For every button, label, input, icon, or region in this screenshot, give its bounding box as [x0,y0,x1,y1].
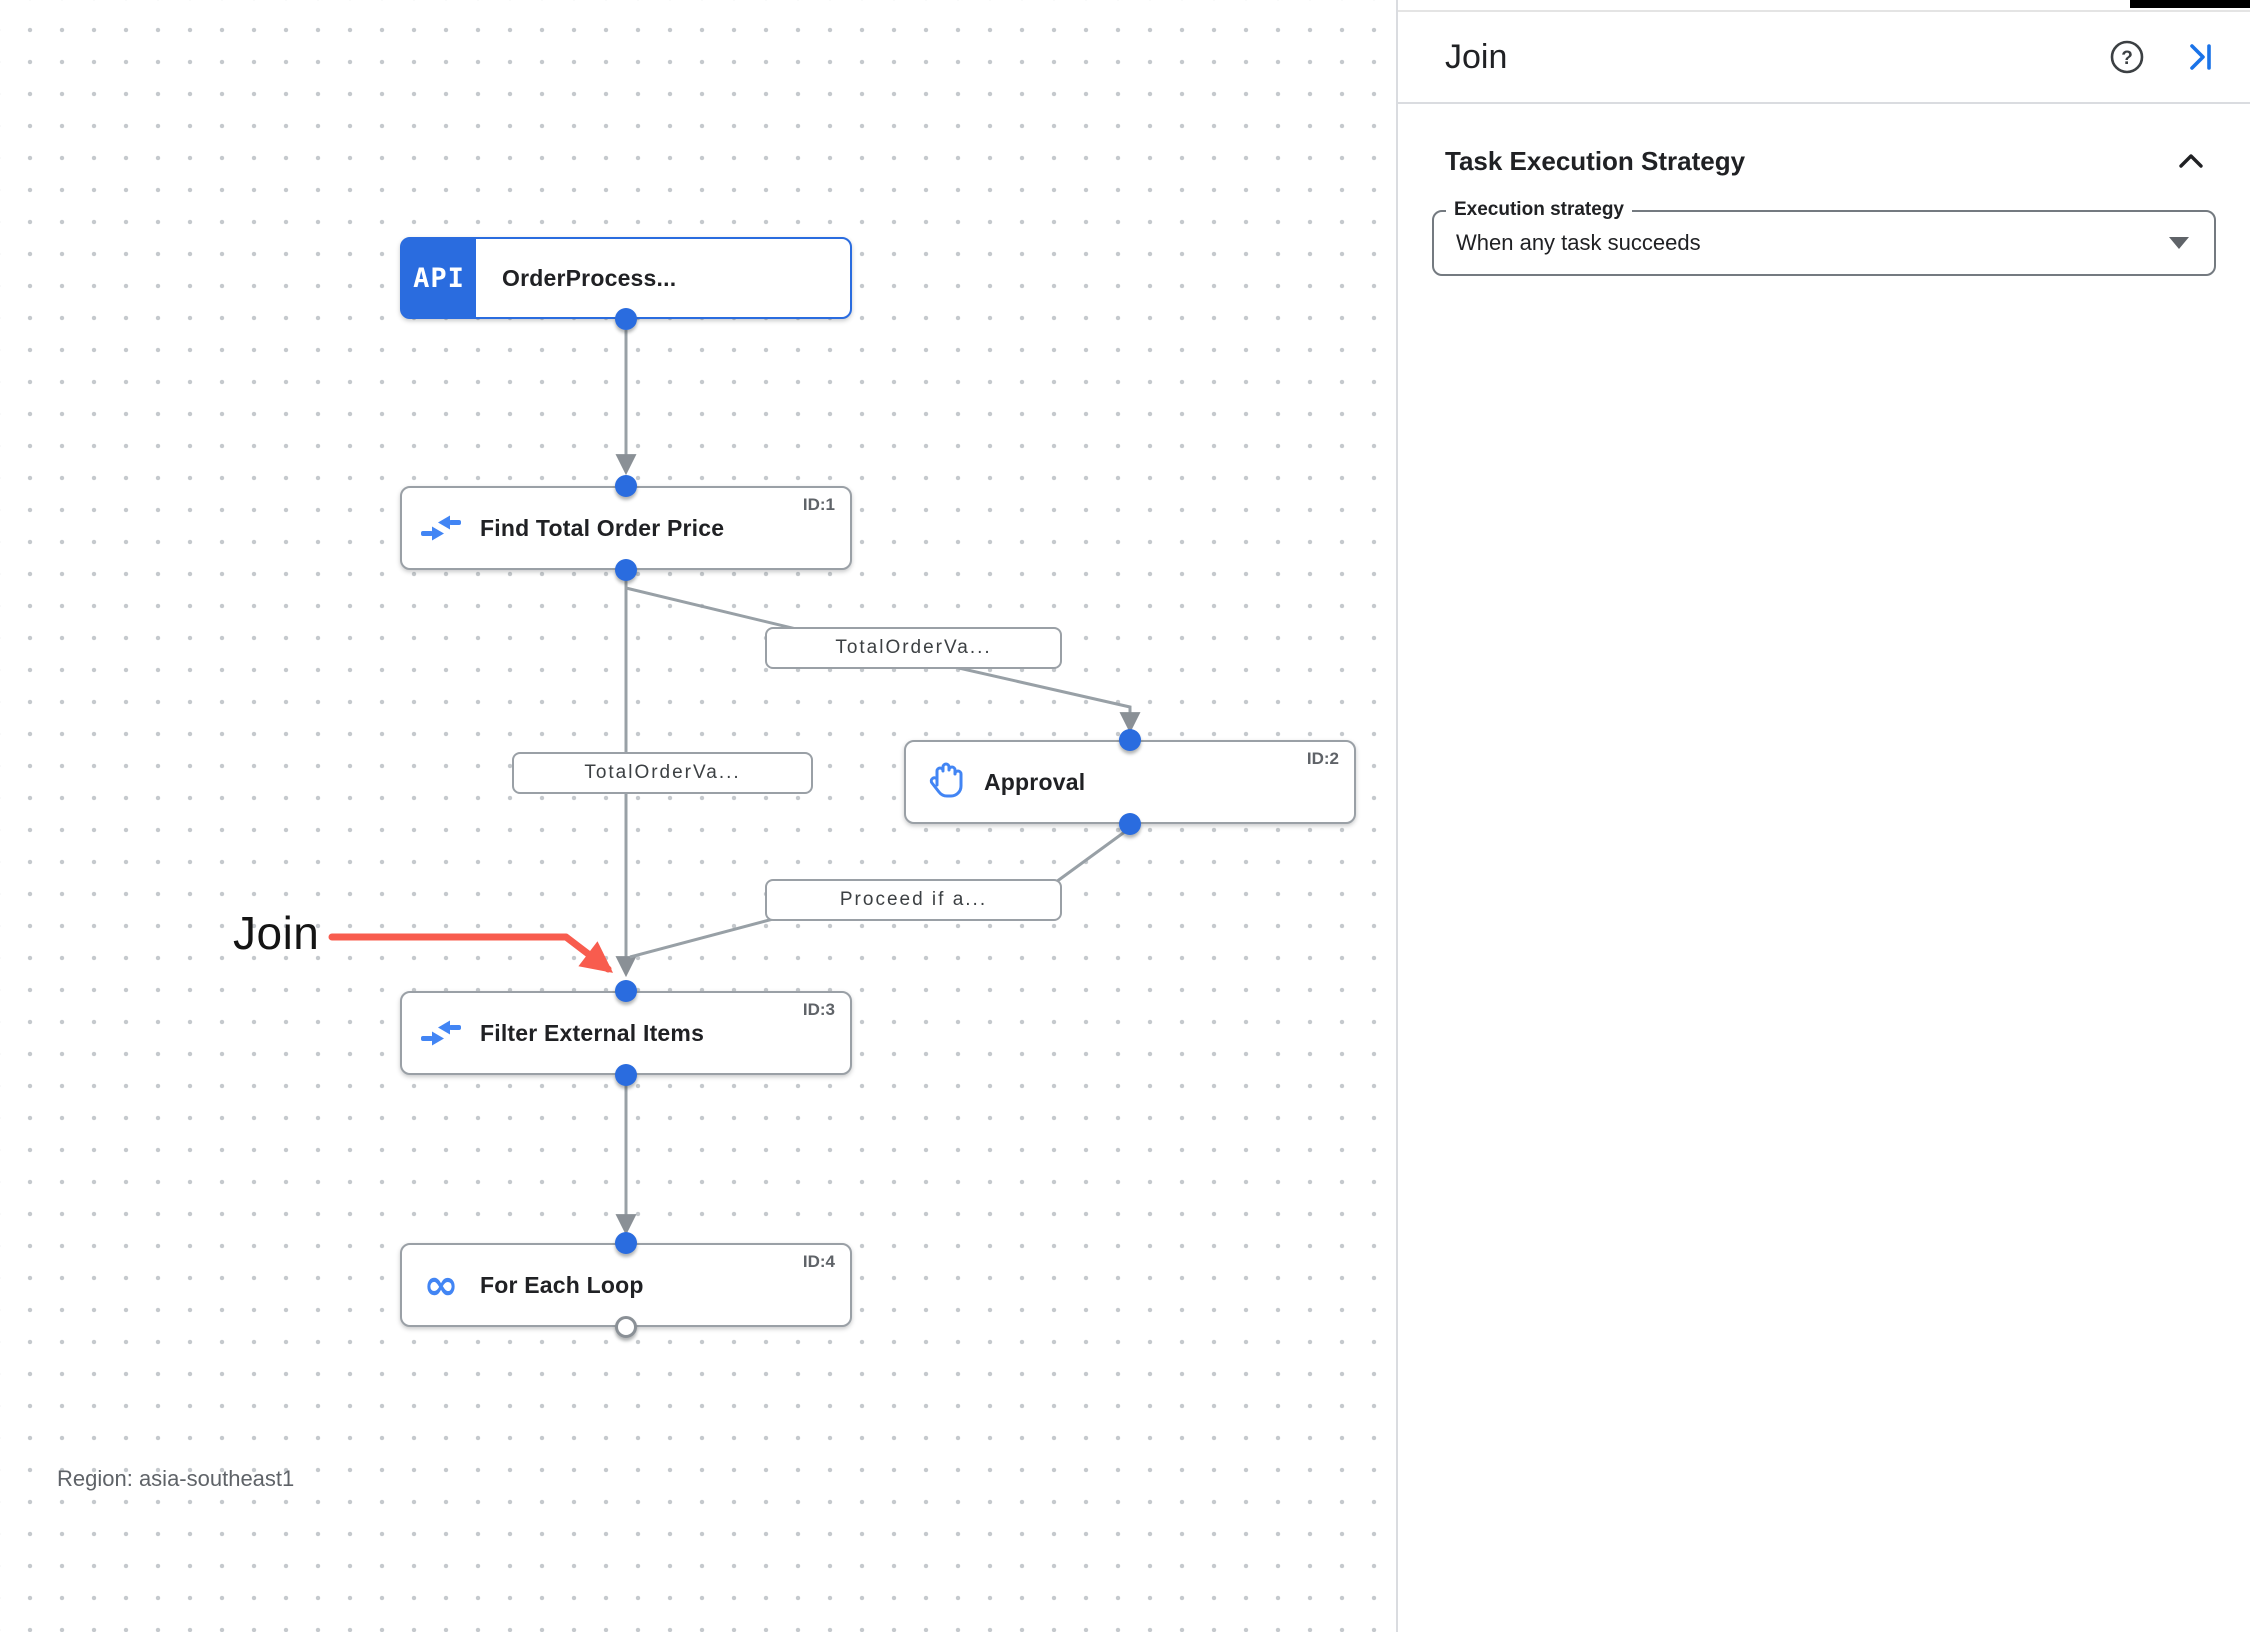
edge-label-proceed-if[interactable]: Proceed if a... [765,879,1062,921]
help-icon[interactable]: ? [2108,38,2146,76]
join-annotation-label: Join [233,907,320,959]
execution-strategy-value: When any task succeeds [1456,230,1701,255]
port-task4-out[interactable] [615,1316,637,1338]
for-each-loop-icon: ∞ [402,1260,480,1309]
port-task3-in[interactable] [615,980,637,1002]
port-task2-out[interactable] [1119,813,1141,835]
port-task1-in[interactable] [615,475,637,497]
edge-label-text: Proceed if a... [839,889,988,910]
panel-header: Join ? [1398,12,2250,104]
node-label: Find Total Order Price [480,514,725,541]
edge-label-text: TotalOrderVa... [584,762,741,783]
port-task1-out[interactable] [615,559,637,581]
region-label: Region: asia-southeast1 [57,1466,295,1491]
execution-strategy-label: Execution strategy [1446,199,1632,221]
api-trigger-icon: API [402,239,476,317]
node-label: For Each Loop [480,1271,644,1298]
port-trigger-out[interactable] [615,308,637,330]
node-find-total-order-price[interactable]: ID:1 Find Total Order Price [400,486,852,570]
execution-strategy-select[interactable]: Execution strategy When any task succeed… [1432,199,2216,276]
data-mapping-icon [402,512,480,544]
node-for-each-loop[interactable]: ID:4 ∞ For Each Loop [400,1243,852,1327]
port-task2-in[interactable] [1119,729,1141,751]
panel-top-divider [1398,10,2250,12]
data-mapping-icon [402,1017,480,1049]
workflow-canvas[interactable]: TotalOrderVa... TotalOrderVa... Proceed … [0,0,1396,1632]
port-task4-in[interactable] [615,1232,637,1254]
node-api-trigger[interactable]: API OrderProcess... [400,237,852,319]
approval-hand-icon [906,760,984,804]
edge-label-totalordervalue-right[interactable]: TotalOrderVa... [765,627,1062,669]
edge-label-totalordervalue-left[interactable]: TotalOrderVa... [512,752,813,794]
port-task3-out[interactable] [615,1064,637,1086]
window-edge-bar [2130,0,2250,8]
section-title: Task Execution Strategy [1445,145,1746,176]
node-label: Filter External Items [480,1019,705,1046]
task-config-panel: Join ? Task Execution Strategy [1396,0,2250,1632]
node-label: OrderProcess... [502,264,677,291]
task-id-badge: ID:4 [802,1252,835,1271]
chevron-up-icon[interactable] [2172,142,2210,180]
infinity-glyph: ∞ [423,1260,459,1309]
dropdown-arrow-icon [2168,236,2190,255]
edge-label-text: TotalOrderVa... [835,637,992,658]
api-icon-text: API [413,262,465,294]
task-execution-strategy-section: Task Execution Strategy Execution strate… [1398,104,2250,276]
node-label: Approval [984,768,1086,795]
task-id-badge: ID:3 [802,1000,835,1019]
svg-text:?: ? [2121,48,2133,69]
collapse-panel-icon[interactable] [2180,38,2218,76]
node-approval[interactable]: ID:2 Approval [904,740,1356,824]
task-id-badge: ID:1 [802,495,835,514]
task-id-badge: ID:2 [1306,749,1339,768]
join-callout-arrow [328,933,614,973]
panel-title: Join [1445,37,1508,76]
